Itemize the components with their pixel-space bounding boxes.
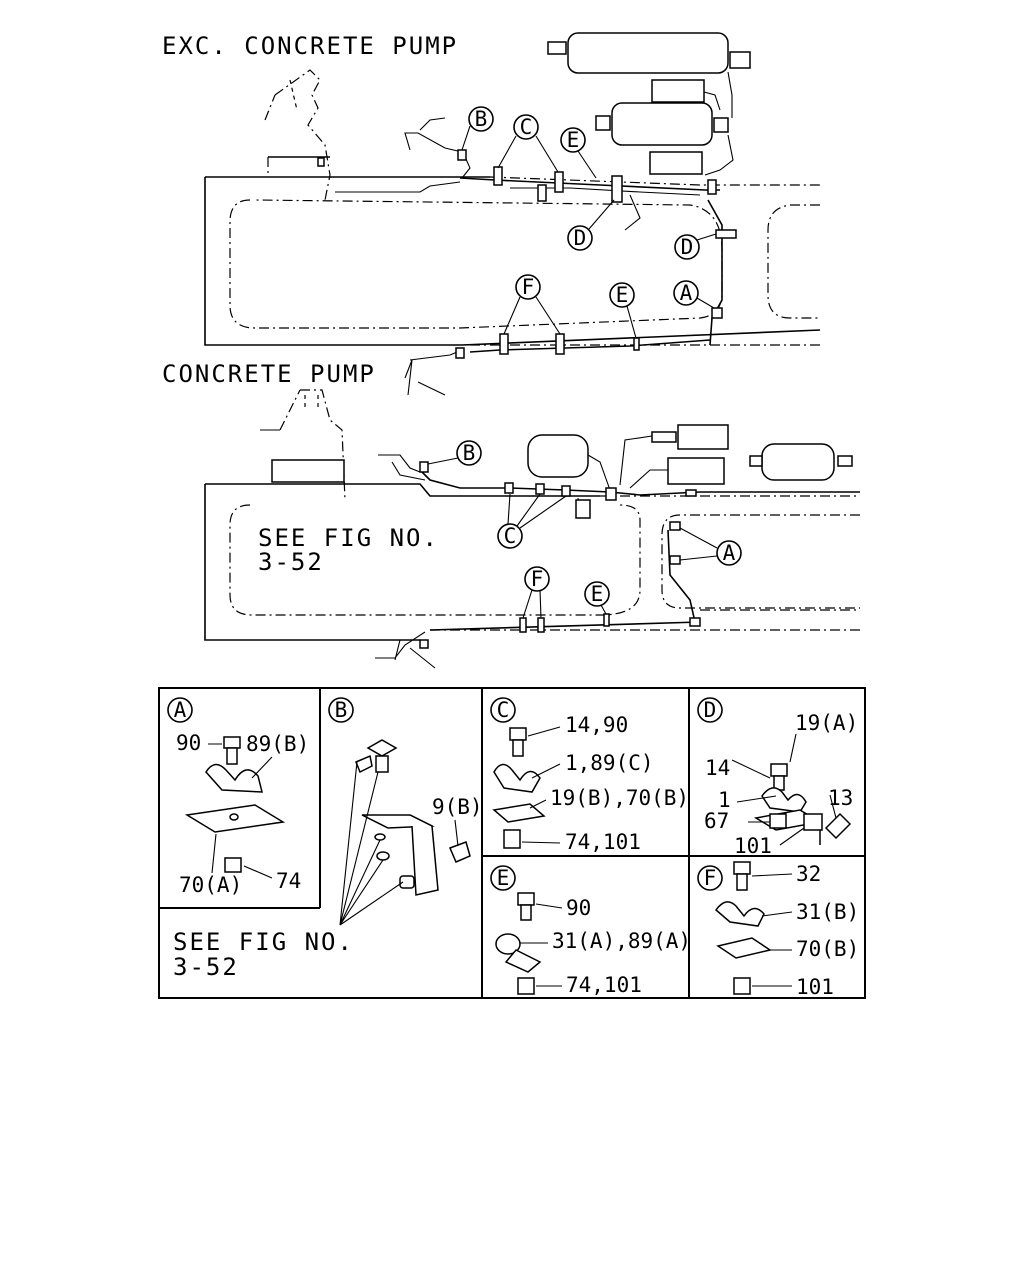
- callout-d-top-2: D: [674, 233, 717, 260]
- heading-concrete-pump: CONCRETE PUMP: [162, 360, 376, 388]
- svg-text:67: 67: [704, 809, 729, 833]
- air-tanks-middle: [527, 424, 853, 491]
- svg-text:E: E: [497, 866, 510, 890]
- svg-text:32: 32: [796, 862, 821, 886]
- panel-b-see-fig-line-2: 3-52: [173, 953, 239, 981]
- callout-a-top: A: [673, 280, 715, 309]
- see-fig-line-2: 3-52: [258, 548, 324, 576]
- detail-panel-a: A 89(B) 90 70(A) 74: [167, 697, 309, 897]
- svg-text:A: A: [174, 698, 187, 722]
- clips-top: [317, 149, 737, 359]
- heading-exc-concrete-pump: EXC. CONCRETE PUMP: [162, 32, 458, 60]
- svg-text:F: F: [704, 866, 717, 890]
- svg-text:14,90: 14,90: [565, 713, 628, 737]
- callout-b-middle: B: [427, 440, 482, 466]
- svg-text:74,101: 74,101: [565, 830, 641, 854]
- svg-text:31(B): 31(B): [796, 900, 859, 924]
- svg-text:14: 14: [705, 756, 730, 780]
- frame-rail-middle: [204, 483, 860, 641]
- svg-text:D: D: [681, 235, 694, 259]
- svg-text:1,89(C): 1,89(C): [565, 751, 654, 775]
- svg-text:101: 101: [734, 834, 772, 858]
- callout-b-top: B: [461, 106, 494, 151]
- svg-text:D: D: [704, 698, 717, 722]
- svg-text:9(B): 9(B): [432, 795, 483, 819]
- panel-b-see-fig-line-1: SEE FIG NO.: [173, 928, 354, 956]
- bracket-middle-left: [260, 389, 346, 501]
- svg-text:70(B): 70(B): [796, 937, 859, 961]
- callout-f-middle: F: [522, 566, 550, 619]
- callout-e-middle: E: [584, 581, 610, 615]
- svg-text:1: 1: [718, 788, 731, 812]
- svg-text:C: C: [504, 524, 517, 548]
- callout-f-top: F: [503, 274, 561, 335]
- svg-text:B: B: [463, 441, 476, 465]
- svg-text:89(B): 89(B): [246, 732, 309, 756]
- svg-text:E: E: [567, 128, 580, 152]
- clips-middle: [419, 461, 701, 649]
- svg-text:70(A): 70(A): [179, 873, 242, 897]
- svg-text:90: 90: [176, 731, 201, 755]
- svg-text:F: F: [522, 275, 535, 299]
- air-tanks-top: [547, 32, 751, 176]
- svg-text:74: 74: [276, 869, 301, 893]
- svg-text:B: B: [475, 107, 488, 131]
- svg-text:E: E: [591, 582, 604, 606]
- detail-panel-d: D 19(A) 14 1 13 67 101: [697, 697, 858, 858]
- svg-text:19(A): 19(A): [795, 711, 858, 735]
- svg-text:C: C: [520, 115, 533, 139]
- svg-text:31(A),89(A): 31(A),89(A): [552, 929, 691, 953]
- svg-text:74,101: 74,101: [566, 973, 642, 997]
- svg-text:A: A: [723, 541, 736, 565]
- frame-rail-top: [204, 176, 821, 346]
- svg-text:B: B: [335, 698, 348, 722]
- svg-text:101: 101: [796, 975, 834, 999]
- detail-panel-f: F 32 31(B) 70(B) 101: [697, 861, 859, 999]
- see-fig-line-1: SEE FIG NO.: [258, 524, 439, 552]
- detail-panel-c: C 14,90 1,89(C) 19(B),70(B) 74,101: [490, 697, 689, 854]
- svg-text:D: D: [574, 226, 587, 250]
- callout-d-top-1: D: [567, 199, 615, 251]
- detail-panel-e: E 90 31(A),89(A) 74,101: [490, 865, 691, 997]
- callout-e-top: E: [560, 127, 597, 179]
- svg-text:13: 13: [828, 786, 853, 810]
- callout-c-middle: C: [497, 493, 567, 549]
- callout-a-middle: A: [679, 527, 742, 566]
- bracket-top-left: [264, 69, 331, 201]
- svg-text:90: 90: [566, 896, 591, 920]
- detail-panels-frame: [158, 687, 866, 999]
- svg-text:C: C: [497, 698, 510, 722]
- svg-text:F: F: [531, 567, 544, 591]
- svg-text:E: E: [616, 283, 629, 307]
- callout-c-top: C: [497, 114, 559, 173]
- detail-panel-b: B 9(B) SEE FIG NO. 3-52: [173, 697, 483, 981]
- callout-e-top-2: E: [609, 282, 637, 339]
- air-lines-middle: [375, 454, 860, 669]
- svg-text:19(B),70(B): 19(B),70(B): [550, 786, 689, 810]
- svg-text:A: A: [680, 281, 693, 305]
